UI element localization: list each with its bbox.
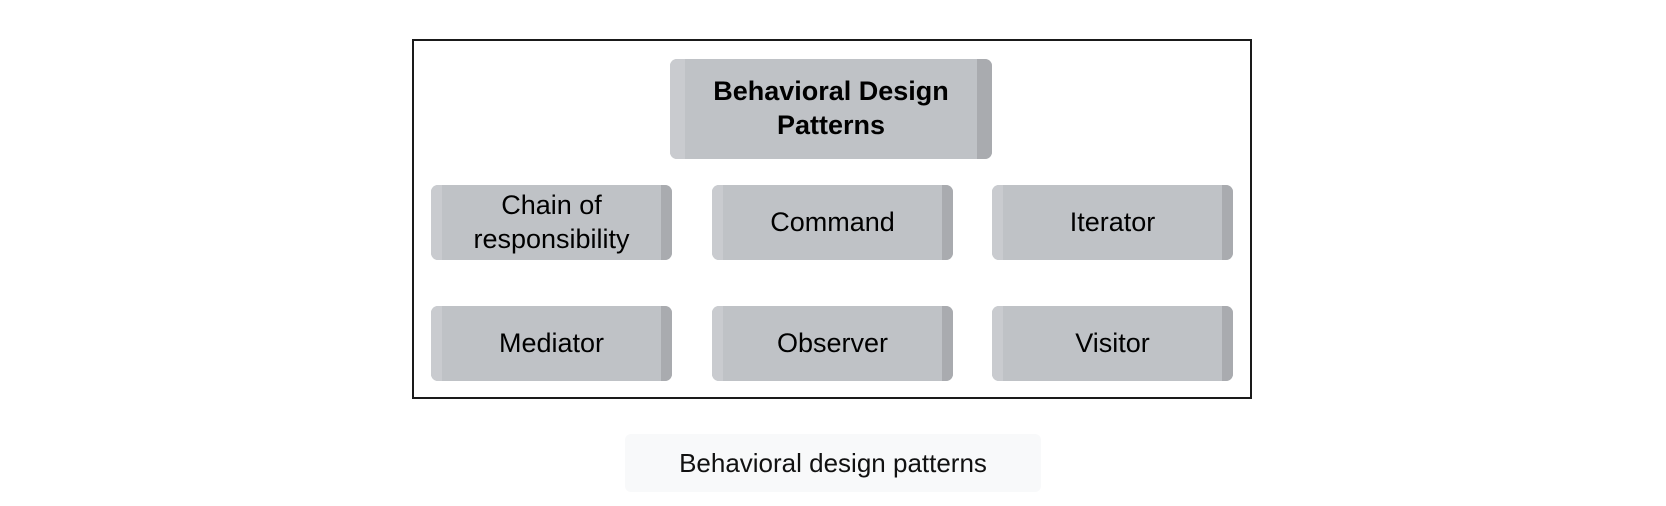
node-label: Command [770, 206, 895, 237]
node-label: Mediator [498, 327, 605, 358]
root-node-behavioral-design-patterns: Behavioral Design Patterns [670, 59, 992, 159]
figure-caption: Behavioral design patterns [625, 434, 1041, 492]
node-visitor: Visitor [992, 306, 1233, 381]
root-node-label: Behavioral Design Patterns [713, 76, 949, 140]
node-command: Command [712, 185, 953, 260]
node-label: Chain of responsibility [473, 189, 630, 254]
node-label: Visitor [1075, 327, 1150, 358]
node-chain-of-responsibility: Chain of responsibility [431, 185, 672, 260]
node-iterator: Iterator [992, 185, 1233, 260]
node-label: Observer [776, 327, 889, 358]
node-mediator: Mediator [431, 306, 672, 381]
node-label: Iterator [1069, 206, 1156, 237]
node-observer: Observer [712, 306, 953, 381]
